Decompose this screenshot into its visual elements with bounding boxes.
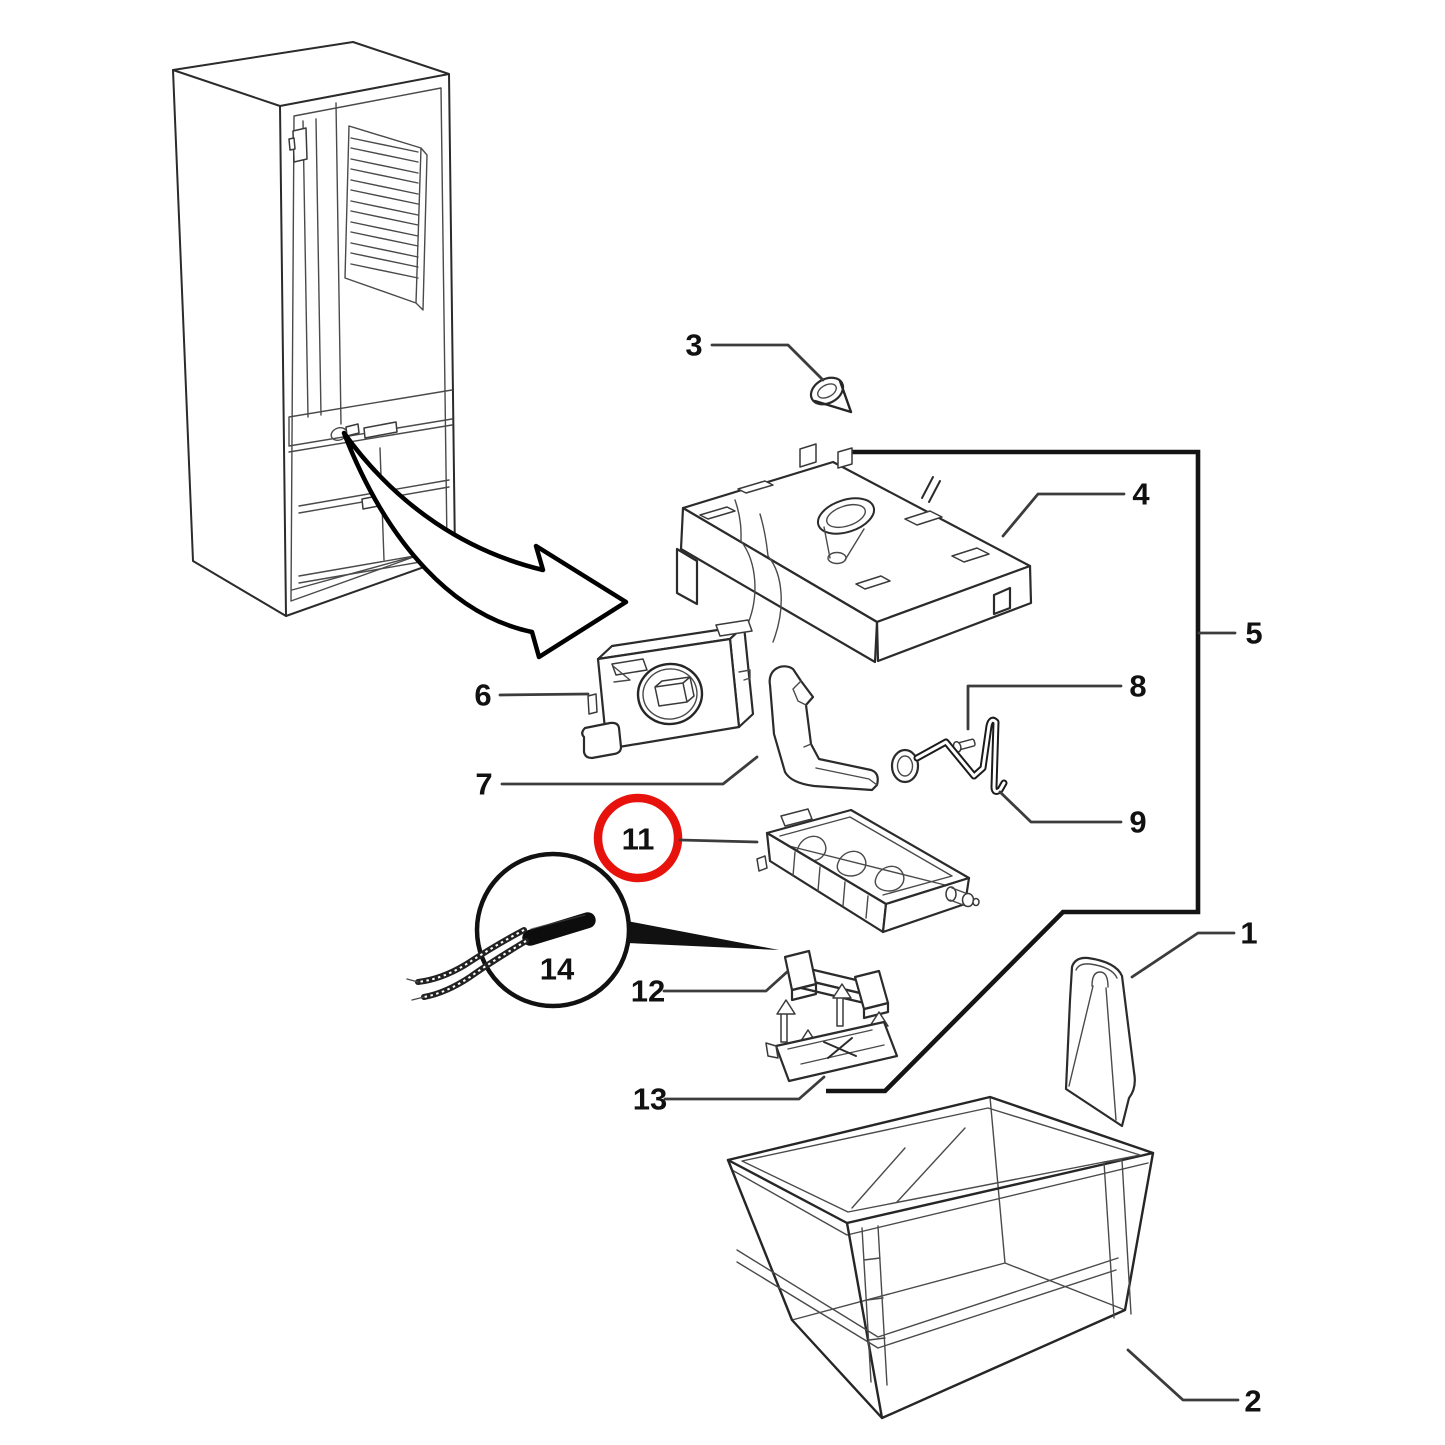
callout-13: 13 <box>633 1082 667 1117</box>
part-14-magnifier <box>406 851 779 1009</box>
leader-1 <box>1130 931 1236 979</box>
evaporator-fin-panel <box>344 125 428 311</box>
callout-labels: 3 4 5 6 7 8 9 11 12 13 14 1 2 <box>474 328 1262 1419</box>
part-7-bracket <box>768 665 879 792</box>
sensor-wires <box>406 927 529 1001</box>
leader-13 <box>663 1075 826 1101</box>
leader-8 <box>966 684 1123 731</box>
part-9-sensing-arm <box>890 716 1008 795</box>
leader-11 <box>678 838 759 844</box>
callout-4: 4 <box>1132 477 1150 512</box>
callout-11: 11 <box>622 822 655 857</box>
part-11-ice-tray <box>756 808 980 934</box>
part-3-funnel <box>809 376 853 414</box>
part-13-mounting-bracket <box>765 983 899 1083</box>
leader-4 <box>1001 492 1126 538</box>
part-4-housing <box>675 443 1033 664</box>
callout-1: 1 <box>1240 916 1257 951</box>
leader-lines <box>498 343 1240 1402</box>
callout-3: 3 <box>685 328 702 363</box>
leader-2 <box>1126 1348 1240 1402</box>
highlight-ring-part-11 <box>593 793 683 883</box>
callout-6: 6 <box>474 678 491 713</box>
callout-5: 5 <box>1245 616 1262 651</box>
callout-7: 7 <box>475 767 492 802</box>
thermistor-sensor <box>522 912 596 946</box>
part-1-flap <box>1064 956 1136 1128</box>
callout-14: 14 <box>540 952 575 987</box>
callout-9: 9 <box>1129 805 1146 840</box>
part-12-coupler <box>783 949 890 1020</box>
callout-12: 12 <box>631 974 665 1009</box>
exploded-view-arrow <box>341 430 629 660</box>
leader-9 <box>998 790 1123 824</box>
leader-6 <box>498 692 590 697</box>
magnifier-pointer <box>627 921 779 950</box>
leader-7 <box>500 755 759 786</box>
leader-12 <box>662 970 789 993</box>
callout-8: 8 <box>1129 669 1146 704</box>
callout-2: 2 <box>1244 1384 1261 1419</box>
leader-3 <box>710 343 825 382</box>
part-6-motor-module <box>581 619 755 760</box>
part-2-ice-bin <box>726 1095 1155 1420</box>
callout-5-bracket <box>826 449 1201 1094</box>
